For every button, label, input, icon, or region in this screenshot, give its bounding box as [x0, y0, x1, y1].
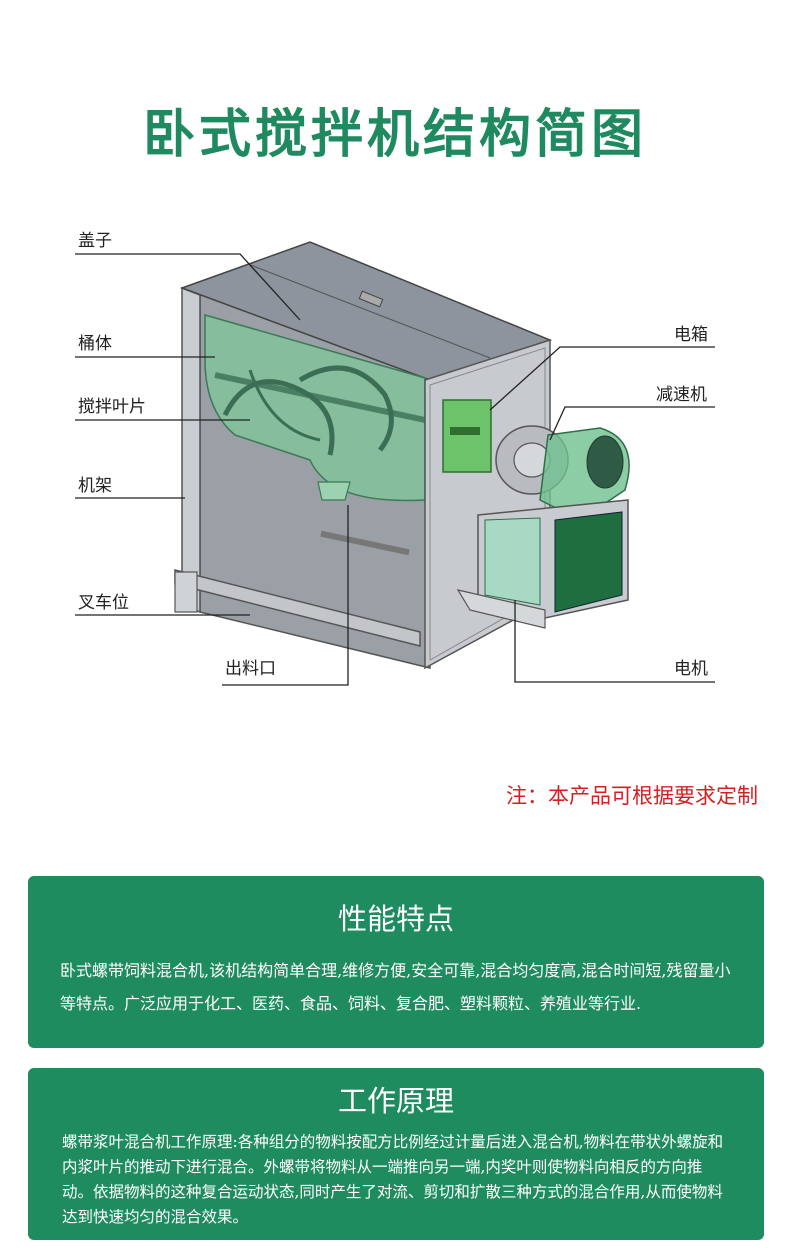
features-heading: 性能特点	[337, 902, 454, 936]
mixer-structure-diagram: 盖子 桶体 搅拌叶片 机架 叉车位 出料口 电箱 减速机 电机	[75, 231, 715, 686]
label-outlet: 出料口	[225, 659, 276, 679]
leader-outlet	[222, 505, 349, 686]
label-barrel: 桶体	[78, 334, 112, 354]
outlet	[317, 481, 351, 501]
custom-note: 注：本产品可根据要求定制	[506, 784, 758, 808]
principle-panel: 工作原理 螺带浆叶混合机工作原理:各种组分的物料按配方比例经过计量后进入混合机,…	[28, 1068, 764, 1240]
features-text: 卧式螺带饲料混合机,该机结构简单合理,维修方便,安全可靠,混合均匀度高,混合时间…	[60, 961, 731, 1013]
leader-motor	[514, 600, 715, 683]
page-title: 卧式搅拌机结构简图	[142, 105, 647, 165]
leader-cover	[75, 253, 301, 321]
label-motor: 电机	[674, 659, 708, 679]
label-electric-box: 电箱	[674, 325, 708, 345]
label-frame: 机架	[78, 476, 112, 496]
label-cover: 盖子	[78, 231, 112, 251]
frame-left-post	[181, 286, 201, 614]
label-reducer: 减速机	[656, 385, 707, 405]
leader-reducer	[549, 406, 715, 441]
ribbon-blade	[222, 379, 335, 456]
barrel-body	[204, 314, 426, 502]
principle-text: 螺带浆叶混合机工作原理:各种组分的物料按配方比例经过计量后进入混合机,物料在带状…	[62, 1133, 724, 1226]
electric-box	[442, 399, 492, 473]
principle-heading: 工作原理	[337, 1084, 454, 1118]
motor-green-panel	[554, 511, 623, 613]
features-panel: 性能特点 卧式螺带饲料混合机,该机结构简单合理,维修方便,安全可靠,混合均匀度高…	[28, 876, 764, 1048]
leader-electric-box	[489, 346, 715, 411]
label-forklift: 叉车位	[78, 593, 129, 613]
label-blade: 搅拌叶片	[78, 397, 146, 417]
